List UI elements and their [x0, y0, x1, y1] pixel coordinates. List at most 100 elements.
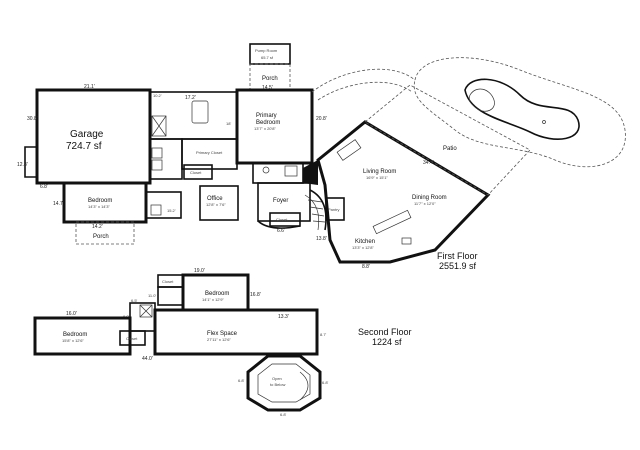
pool-drain: [542, 120, 546, 124]
living-room-label: Living Room: [363, 169, 396, 175]
tower-inner: [257, 363, 311, 403]
bath-small-dim: 10.2': [153, 93, 162, 98]
shower-x2: [151, 115, 167, 137]
primary-bedroom-size: 13'7" x 20'8": [254, 126, 277, 131]
kitchen-label: Kitchen: [355, 239, 375, 245]
garage-width-dim: 21.1': [84, 84, 95, 90]
porch-top-dim: 14.5': [262, 85, 273, 91]
open-to-below-label: Open: [272, 376, 282, 381]
washer: [151, 147, 163, 159]
pantry-walls: [325, 197, 345, 221]
pantry-label: Pantry: [328, 207, 340, 212]
bedroom-first-size: 14'3" x 14'3": [88, 204, 111, 209]
second-side-dim: 11.0': [148, 293, 156, 298]
open-to-below-label2: to Below: [270, 382, 285, 387]
second-top-dim: 19.0': [194, 268, 205, 274]
second-right-v-dim: 16.8': [250, 292, 261, 298]
bath-small-dim-2: 15.2': [167, 208, 176, 213]
closet-foyer-walls: [269, 212, 301, 227]
kitchen-sink: [401, 237, 412, 245]
pool-deck: [413, 57, 626, 168]
walkway-2: [317, 81, 413, 101]
dining-room-size: 11'7" x 12'0": [414, 201, 436, 206]
bedroom-first-label: Bedroom: [88, 198, 112, 204]
garage-area: 724.7 sf: [66, 141, 102, 152]
patio-dim: 34.4': [423, 160, 434, 166]
closet-main-label: Closet: [190, 170, 202, 175]
foyer-label: Foyer: [273, 198, 288, 204]
office-label: Office: [207, 196, 223, 202]
second-closet-dim: 6.5': [131, 298, 138, 303]
closet-foyer-label: Closet: [276, 217, 288, 222]
tower-b-dim: 6.8': [322, 380, 329, 385]
walkway: [311, 68, 416, 93]
pool-spa: [468, 88, 495, 112]
bedroom-second-left-walls: [33, 316, 132, 356]
porch-bottom-label: Porch: [93, 234, 109, 240]
second-right2-dim: 8.7': [320, 332, 327, 337]
bedroom-second-left-label: Bedroom: [63, 332, 87, 338]
fireplace: [336, 139, 362, 161]
vanity: [284, 165, 298, 177]
second-floor-name: Second Floor: [358, 327, 412, 337]
primary-depth-dim: 20.8': [316, 116, 327, 122]
primary-bedroom-label2: Bedroom: [256, 120, 280, 126]
small-bath: [145, 191, 182, 219]
closet-second-b: [157, 286, 184, 306]
porch-top-label: Porch: [262, 76, 278, 82]
porch-bottom-walls: [75, 221, 135, 245]
living-room-size: 16'9" x 15'1": [366, 175, 389, 180]
garage-depth-dim: 30.8': [27, 116, 38, 122]
shower: [151, 115, 167, 137]
primary-bedroom-label: Primary: [256, 113, 277, 119]
office-size: 12'8" x 7'6": [206, 202, 226, 207]
bedroom-second-upper-size: 14'1" x 12'9": [202, 297, 225, 302]
bedroom-second-left-size: 15'8" x 12'6": [62, 338, 85, 343]
garage-side-dim: 12.8': [17, 162, 28, 168]
pump-room-walls: [249, 43, 291, 65]
second-bath-shower: [139, 304, 153, 318]
closet-second-left-label: Closet: [126, 336, 138, 341]
office-walls: [199, 185, 239, 221]
primary-left-dim: 18': [226, 121, 231, 126]
second-left-dim: 16.0': [66, 311, 77, 317]
first-floor-name: First Floor: [437, 251, 478, 261]
pool: [464, 78, 580, 140]
second-right-dim: 13.3': [278, 314, 289, 320]
tower-walls: [246, 354, 322, 412]
great-room-walls: [316, 120, 491, 264]
tower-a-dim: 6.8': [238, 378, 245, 383]
foyer-curved-wall: [257, 220, 301, 229]
dining-room-label: Dining Room: [412, 195, 447, 201]
tower-stairs: [299, 371, 309, 401]
dryer: [151, 159, 163, 171]
kitchen-side-dim: 13.8': [316, 236, 327, 242]
second-bottom-dim: 44.0': [142, 356, 153, 362]
top-bath-dim: 17.2': [185, 95, 196, 101]
second-floor-plan: Bedroom 14'1" x 12'9" 19.0' 16.8' Closet…: [33, 268, 412, 417]
office-dim: 6.6': [277, 228, 285, 234]
bedroom-width-dim: 14.2': [92, 224, 103, 230]
bedroom-second-upper-label: Bedroom: [205, 291, 229, 297]
closet-second-left-walls: [119, 330, 146, 346]
garage-side-wall: [24, 146, 37, 178]
staircase-first: [304, 189, 327, 231]
laundry: [149, 138, 183, 180]
patio-label: Patio: [443, 146, 457, 152]
second-floor-area: 1224 sf: [372, 337, 402, 347]
garage-label: Garage: [70, 129, 104, 140]
pump-room-label: Pump Room: [255, 48, 278, 53]
flex-space-size: 27'11" x 12'6": [207, 337, 231, 342]
closet-second-label: Closet: [162, 279, 174, 284]
chimney: [303, 160, 318, 185]
kitchen-island: [372, 209, 412, 235]
first-floor-area: 2551.9 sf: [439, 261, 477, 271]
flex-space-label: Flex Space: [207, 331, 238, 337]
small-bath-fixture: [150, 204, 162, 216]
pump-room-size: 65.7 sf: [261, 55, 274, 60]
primary-closet-label: Primary Closet: [196, 150, 223, 155]
foyer-walls: [257, 182, 311, 222]
bedroom-left-dim: 14.7': [53, 201, 64, 207]
shower2-x2: [139, 304, 153, 318]
